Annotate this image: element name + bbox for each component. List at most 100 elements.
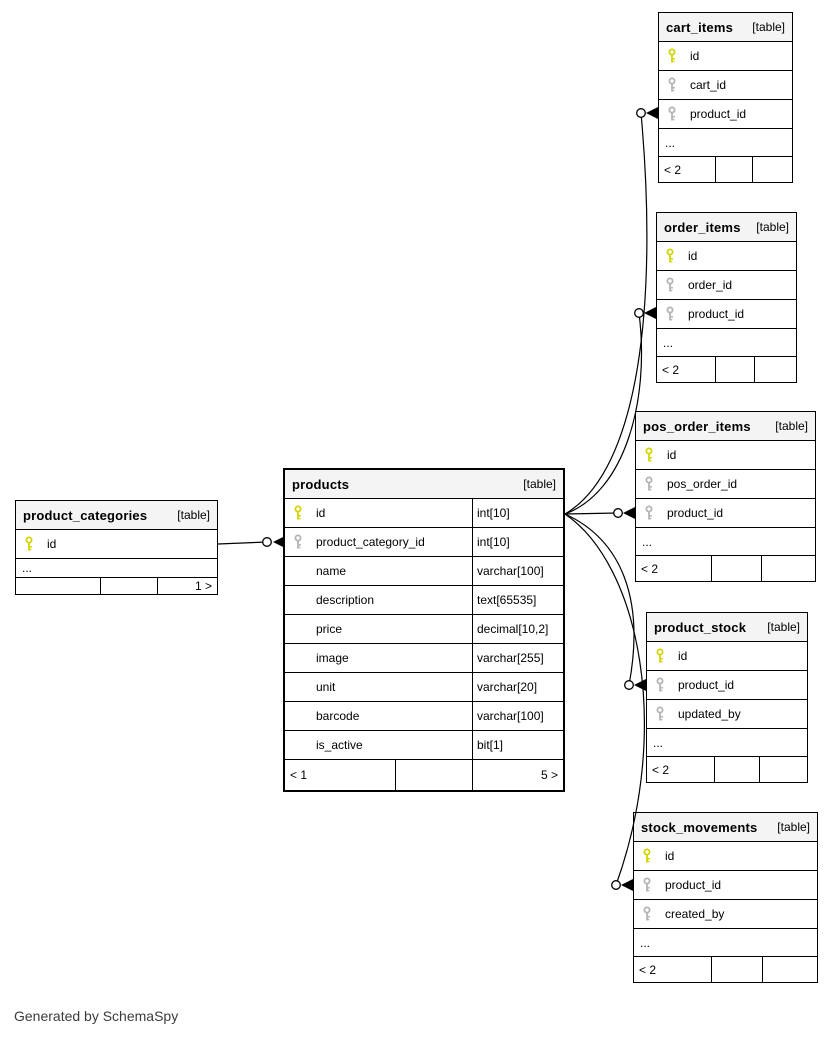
- column-name: product_category_id: [316, 535, 425, 549]
- table-type-tag: [table]: [756, 220, 789, 234]
- hidden-columns-row: ...: [16, 559, 217, 578]
- column-row[interactable]: image varchar[255]: [285, 644, 563, 673]
- column-row[interactable]: created_by: [634, 900, 817, 929]
- column-row[interactable]: product_id: [647, 671, 807, 700]
- table-cart-items[interactable]: cart_items [table] id cart_id product_id…: [658, 12, 793, 183]
- footer-cell: [16, 578, 100, 594]
- table-header[interactable]: product_stock [table]: [647, 613, 807, 642]
- column-row[interactable]: id: [634, 842, 817, 871]
- fk-edge-product-stock-product-id: [564, 513, 635, 686]
- table-product-stock[interactable]: product_stock [table] id product_id upda…: [646, 612, 808, 783]
- related-count: 5 >: [472, 760, 563, 790]
- foreign-key-icon: [644, 505, 654, 521]
- column-type: int[10]: [472, 528, 563, 556]
- table-pos-order-items[interactable]: pos_order_items [table] id pos_order_id …: [635, 411, 816, 582]
- column-name: product_id: [688, 307, 745, 321]
- footer-cell: [710, 957, 762, 982]
- column-row[interactable]: description text[65535]: [285, 586, 563, 615]
- footer-cell: [395, 760, 472, 790]
- foreign-key-icon: [665, 306, 675, 322]
- column-type: bit[1]: [472, 731, 563, 759]
- foreign-key-icon: [642, 906, 652, 922]
- ellipsis-label: ...: [22, 561, 33, 575]
- column-row[interactable]: is_active bit[1]: [285, 731, 563, 760]
- column-name: created_by: [665, 907, 725, 921]
- foreign-key-icon: [667, 106, 677, 122]
- fk-edge-order-items-product-id: [564, 312, 643, 515]
- fk-arrowhead: [644, 307, 656, 319]
- column-row[interactable]: unit varchar[20]: [285, 673, 563, 702]
- column-name: description: [316, 593, 375, 607]
- column-row[interactable]: id: [659, 42, 792, 71]
- footer-cell: [761, 556, 815, 581]
- table-footer: < 2: [636, 556, 815, 581]
- foreign-key-icon: [665, 277, 675, 293]
- footer-cell: [714, 157, 752, 182]
- column-name: order_id: [688, 278, 733, 292]
- table-type-tag: [table]: [177, 508, 210, 522]
- footer-cell: [758, 757, 807, 782]
- foreign-key-icon: [644, 476, 654, 492]
- column-row[interactable]: barcode varchar[100]: [285, 702, 563, 731]
- column-row[interactable]: id: [636, 441, 815, 470]
- column-row[interactable]: id int[10]: [285, 499, 563, 528]
- column-name: id: [690, 49, 700, 63]
- primary-key-icon: [667, 48, 677, 64]
- foreign-key-icon: [642, 877, 652, 893]
- table-header[interactable]: products [table]: [285, 470, 563, 499]
- column-row[interactable]: id: [647, 642, 807, 671]
- column-row[interactable]: cart_id: [659, 71, 792, 100]
- column-row[interactable]: updated_by: [647, 700, 807, 729]
- column-row[interactable]: id: [657, 242, 796, 271]
- table-header[interactable]: product_categories [table]: [16, 501, 217, 530]
- table-type-tag: [table]: [777, 820, 810, 834]
- column-row[interactable]: price decimal[10,2]: [285, 615, 563, 644]
- foreign-key-icon: [293, 534, 303, 550]
- table-product-categories[interactable]: product_categories [table] id ... 1 >: [15, 500, 218, 595]
- table-stock-movements[interactable]: stock_movements [table] id product_id cr…: [633, 812, 818, 983]
- fk-arrowhead: [621, 879, 633, 891]
- fk-circle: [634, 308, 644, 318]
- column-row[interactable]: product_id: [659, 100, 792, 129]
- column-row[interactable]: name varchar[100]: [285, 557, 563, 586]
- table-header[interactable]: stock_movements [table]: [634, 813, 817, 842]
- table-products[interactable]: products [table] id int[10] product_cate…: [283, 468, 565, 792]
- table-name: pos_order_items: [643, 418, 751, 434]
- fk-edge-pos-order-items-product-id: [564, 512, 619, 515]
- fk-arrowhead: [646, 107, 658, 119]
- related-count: < 1: [290, 768, 308, 782]
- ellipsis-label: ...: [665, 135, 676, 150]
- column-row[interactable]: pos_order_id: [636, 470, 815, 499]
- footer-cell: [100, 578, 156, 594]
- column-name: name: [316, 564, 347, 578]
- ellipsis-label: ...: [653, 735, 664, 750]
- fk-edge-products-product-category-id: [217, 541, 268, 545]
- related-count: < 2: [639, 962, 657, 977]
- hidden-columns-row: ...: [659, 129, 792, 157]
- column-type: text[65535]: [472, 586, 563, 614]
- column-name: cart_id: [690, 78, 727, 92]
- table-header[interactable]: order_items [table]: [657, 213, 796, 242]
- footer-cell: [752, 157, 792, 182]
- footer-cell: [711, 556, 761, 581]
- fk-circle: [613, 508, 623, 518]
- column-row[interactable]: order_id: [657, 271, 796, 300]
- fk-circle: [611, 880, 621, 890]
- column-row[interactable]: product_category_id int[10]: [285, 528, 563, 557]
- column-row[interactable]: id: [16, 530, 217, 559]
- primary-key-icon: [642, 848, 652, 864]
- column-row[interactable]: product_id: [636, 499, 815, 528]
- table-footer: 1 >: [16, 578, 217, 594]
- table-name: products: [292, 476, 350, 492]
- column-name: image: [316, 651, 349, 665]
- column-row[interactable]: product_id: [634, 871, 817, 900]
- ellipsis-label: ...: [640, 935, 651, 950]
- fk-arrowhead: [634, 679, 646, 691]
- fk-circle: [636, 108, 646, 118]
- table-header[interactable]: cart_items [table]: [659, 13, 792, 42]
- column-row[interactable]: product_id: [657, 300, 796, 329]
- table-header[interactable]: pos_order_items [table]: [636, 412, 815, 441]
- hidden-columns-row: ...: [636, 528, 815, 556]
- table-order-items[interactable]: order_items [table] id order_id product_…: [656, 212, 797, 383]
- ellipsis-label: ...: [642, 534, 653, 549]
